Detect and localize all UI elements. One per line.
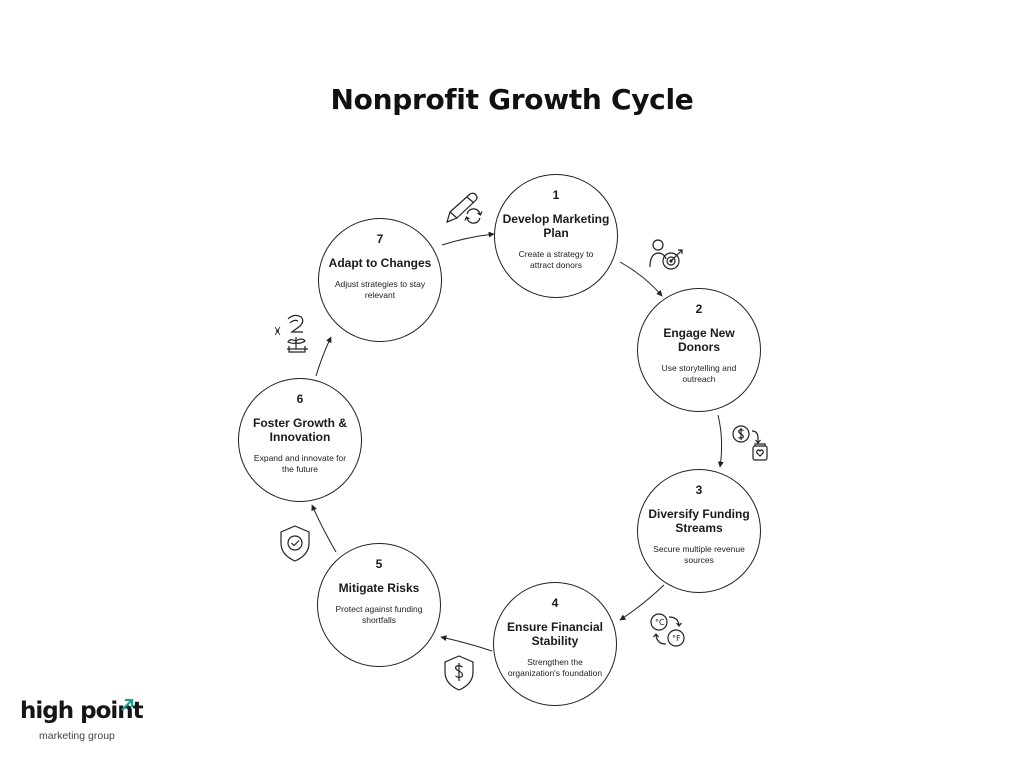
step-node-4: 4 Ensure Financial Stability Strengthen … <box>493 582 617 706</box>
step-description: Secure multiple revenue sources <box>653 544 745 565</box>
step-description: Adjust strategies to stay relevant <box>334 279 426 300</box>
step-heading: Foster Growth & Innovation <box>252 416 347 444</box>
logo-tagline: marketing group <box>39 730 115 742</box>
step-heading: Develop Marketing Plan <box>502 212 610 240</box>
step-number: 3 <box>695 483 703 497</box>
svg-text:°F: °F <box>672 634 681 643</box>
step-heading: Adapt to Changes <box>328 256 432 270</box>
arrow-4-to-5 <box>440 635 493 652</box>
step-number: 6 <box>296 392 304 406</box>
step-number: 1 <box>552 188 560 202</box>
arrow-2-to-3 <box>717 414 724 468</box>
logo-arrow-mark <box>121 698 134 711</box>
step-heading: Diversify Funding Streams <box>648 507 750 535</box>
step-description: Use storytelling and outreach <box>661 363 737 384</box>
step-node-5: 5 Mitigate Risks Protect against funding… <box>317 543 441 667</box>
step-number: 2 <box>695 302 703 316</box>
page-title: Nonprofit Growth Cycle <box>330 83 694 116</box>
step-number: 5 <box>375 557 383 571</box>
step-node-7: 7 Adapt to Changes Adjust strategies to … <box>318 218 442 342</box>
step-description: Expand and innovate for the future <box>253 453 347 474</box>
step-heading: Ensure Financial Stability <box>506 620 604 648</box>
arrow-7-to-1 <box>441 231 495 246</box>
dollar-shield-icon <box>441 654 477 692</box>
donation-jar-icon <box>731 424 771 464</box>
step-node-2: 2 Engage New Donors Use storytelling and… <box>637 288 761 412</box>
arrow-5-to-6 <box>311 504 337 553</box>
logo-brand-name: high point <box>20 698 144 724</box>
target-person-icon <box>647 237 687 275</box>
company-logo: high point marketing group <box>20 698 160 748</box>
step-description: Protect against funding shortfalls <box>335 604 423 625</box>
step-number: 4 <box>551 596 559 610</box>
step-heading: Engage New Donors <box>663 326 735 354</box>
step-description: Strengthen the organization's foundation <box>507 657 603 678</box>
pencil-refresh-icon <box>443 190 485 228</box>
step-node-1: 1 Develop Marketing Plan Create a strate… <box>494 174 618 298</box>
step-heading: Mitigate Risks <box>338 581 420 595</box>
step-node-6: 6 Foster Growth & Innovation Expand and … <box>238 378 362 502</box>
currency-exchange-icon: °C °F <box>649 611 689 651</box>
check-shield-icon <box>277 524 313 564</box>
arrow-6-to-7 <box>315 336 332 377</box>
growth-plant-icon <box>270 311 314 353</box>
step-node-3: 3 Diversify Funding Streams Secure multi… <box>637 469 761 593</box>
step-description: Create a strategy to attract donors <box>518 249 594 270</box>
step-number: 7 <box>376 232 384 246</box>
svg-text:°C: °C <box>655 618 665 627</box>
